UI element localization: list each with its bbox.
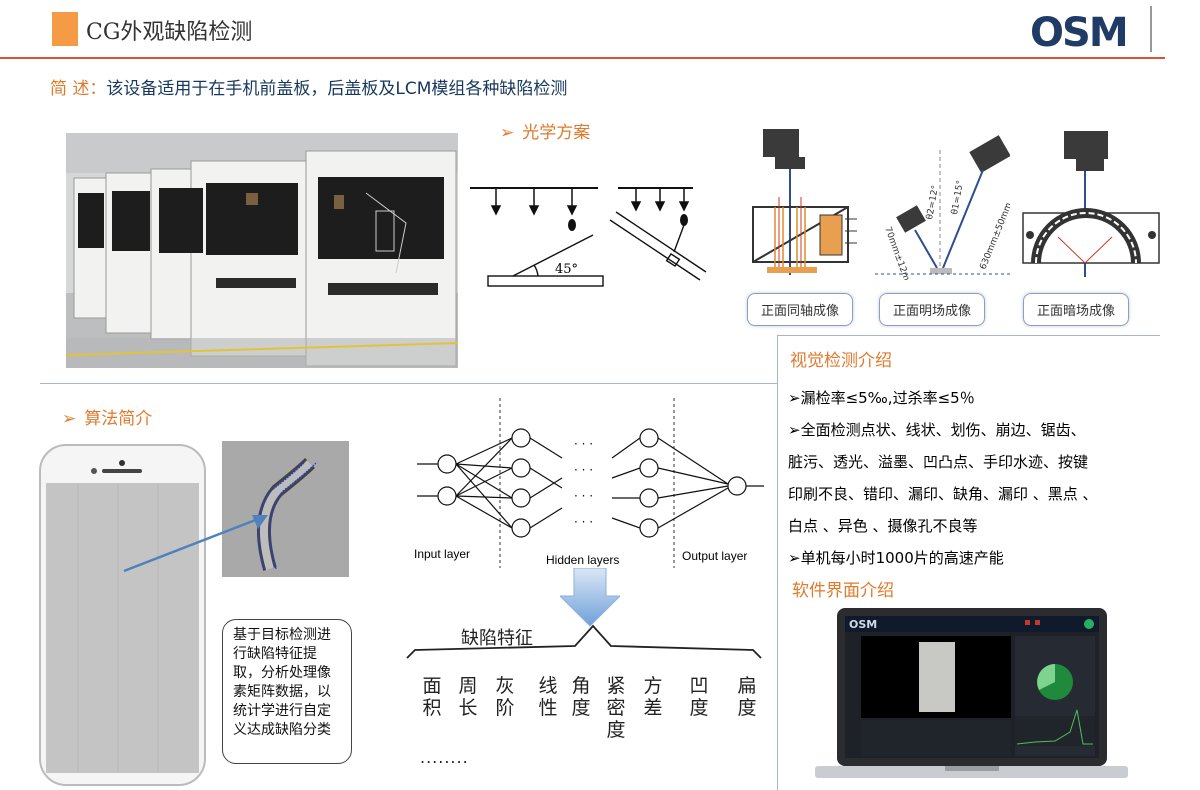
caption-coaxial: 正面同轴成像 [747, 293, 853, 326]
svg-text:· · ·: · · · [574, 463, 593, 477]
svg-text:· · ·: · · · [574, 489, 593, 503]
page-title: CG外观缺陷检测 [86, 20, 253, 45]
feature-area: 面积 [422, 675, 442, 719]
bullet-arrow-icon: ➢ [62, 409, 77, 429]
features-brace [406, 624, 762, 659]
defect-crop [222, 441, 349, 577]
algo-heading: ➢算法简介 [62, 409, 153, 429]
feature-perimeter: 周长 [458, 675, 478, 719]
summary: 简 述：该设备适用于在手机前盖板，后盖板及LCM模组各种缺陷检测 [50, 74, 567, 99]
dark-field-diagram [1022, 131, 1160, 277]
feature-variance: 方差 [643, 675, 663, 719]
caption-bright-field: 正面明场成像 [879, 293, 985, 326]
coaxial-diagram [752, 129, 857, 275]
dist2-label: 630mm±50mm [979, 201, 1010, 271]
pointer-arrow-icon [123, 515, 268, 573]
feature-angle: 角度 [571, 675, 591, 719]
features-title: 缺陷特征 [461, 628, 533, 649]
bullet-arrow-icon: ➢ [500, 123, 515, 143]
header-rule [0, 57, 1165, 59]
neural-network-diagram: · · · · · · · · · · · · Input layer Hidd… [414, 398, 764, 568]
title-accent-bar [52, 12, 78, 46]
feature-linearity: 线性 [538, 675, 558, 719]
caption-dark-field: 正面暗场成像 [1023, 293, 1129, 326]
summary-text: 该设备适用于在手机前盖板，后盖板及LCM模组各种缺陷检测 [106, 79, 568, 99]
machine-photo [66, 133, 458, 368]
svg-text:· · ·: · · · [574, 515, 593, 529]
dist1-label: 70mm±12mm [882, 226, 914, 280]
vision-item: 脏污、透光、溢墨、凹凸点、手印水迹、按键 [788, 453, 1089, 471]
summary-lead: 简 述： [50, 79, 107, 99]
vision-item: 白点 、异色 、摄像孔不良等 [788, 517, 978, 535]
software-laptop: OSM [815, 608, 1128, 778]
section-divider [40, 383, 778, 384]
logo-text: OSM [1030, 10, 1127, 50]
svg-text:· · ·: · · · [574, 437, 593, 451]
theta1-label: θ1=15° [950, 180, 966, 216]
hidden-layers-label: Hidden layers [546, 553, 619, 567]
software-heading: 软件界面介绍 [792, 581, 894, 601]
down-arrow-icon [560, 568, 620, 627]
software-logo: OSM [849, 618, 877, 631]
bright-field-diagram: θ2=12° θ1=15° 70mm±12mm 630mm±50mm [875, 135, 1010, 280]
feature-gray: 灰阶 [495, 675, 515, 719]
feature-compactness: 紧密度 [606, 675, 626, 741]
input-layer-label: Input layer [414, 547, 470, 561]
feature-flatness: 扁度 [737, 675, 757, 719]
vision-item: ➢全面检测点状、线状、划伤、崩边、锯齿、 [788, 421, 1086, 439]
angle-label: 45° [555, 262, 578, 277]
osm-logo: OSM [1030, 10, 1129, 50]
vision-heading: 视觉检测介绍 [790, 351, 892, 371]
optics-heading: ➢光学方案 [500, 123, 591, 143]
vision-item: 印刷不良、错印、漏印、缺角、漏印 、黑点 、 [788, 485, 1098, 503]
phone-image [39, 444, 206, 786]
vision-list: ➢漏检率≤5‰,过杀率≤5％ ➢全面检测点状、线状、划伤、崩边、锯齿、 脏污、透… [788, 382, 1168, 574]
vision-item: ➢单机每小时1000片的高速产能 [788, 549, 1004, 567]
vision-divider [777, 335, 1160, 336]
optics-sketch: 45° [470, 187, 707, 287]
feature-concavity: 凹度 [689, 675, 709, 719]
output-layer-label: Output layer [682, 549, 747, 563]
vision-item: ➢漏检率≤5‰,过杀率≤5％ [788, 389, 975, 407]
theta2-label: θ2=12° [925, 185, 941, 221]
column-divider [777, 335, 778, 790]
algo-note: 基于目标检测进行缺陷特征提取，分析处理像素矩阵数据，以统计学进行自定义达成缺陷分… [222, 619, 352, 764]
logo-separator [1150, 6, 1152, 52]
features-more: ........ [420, 748, 469, 767]
